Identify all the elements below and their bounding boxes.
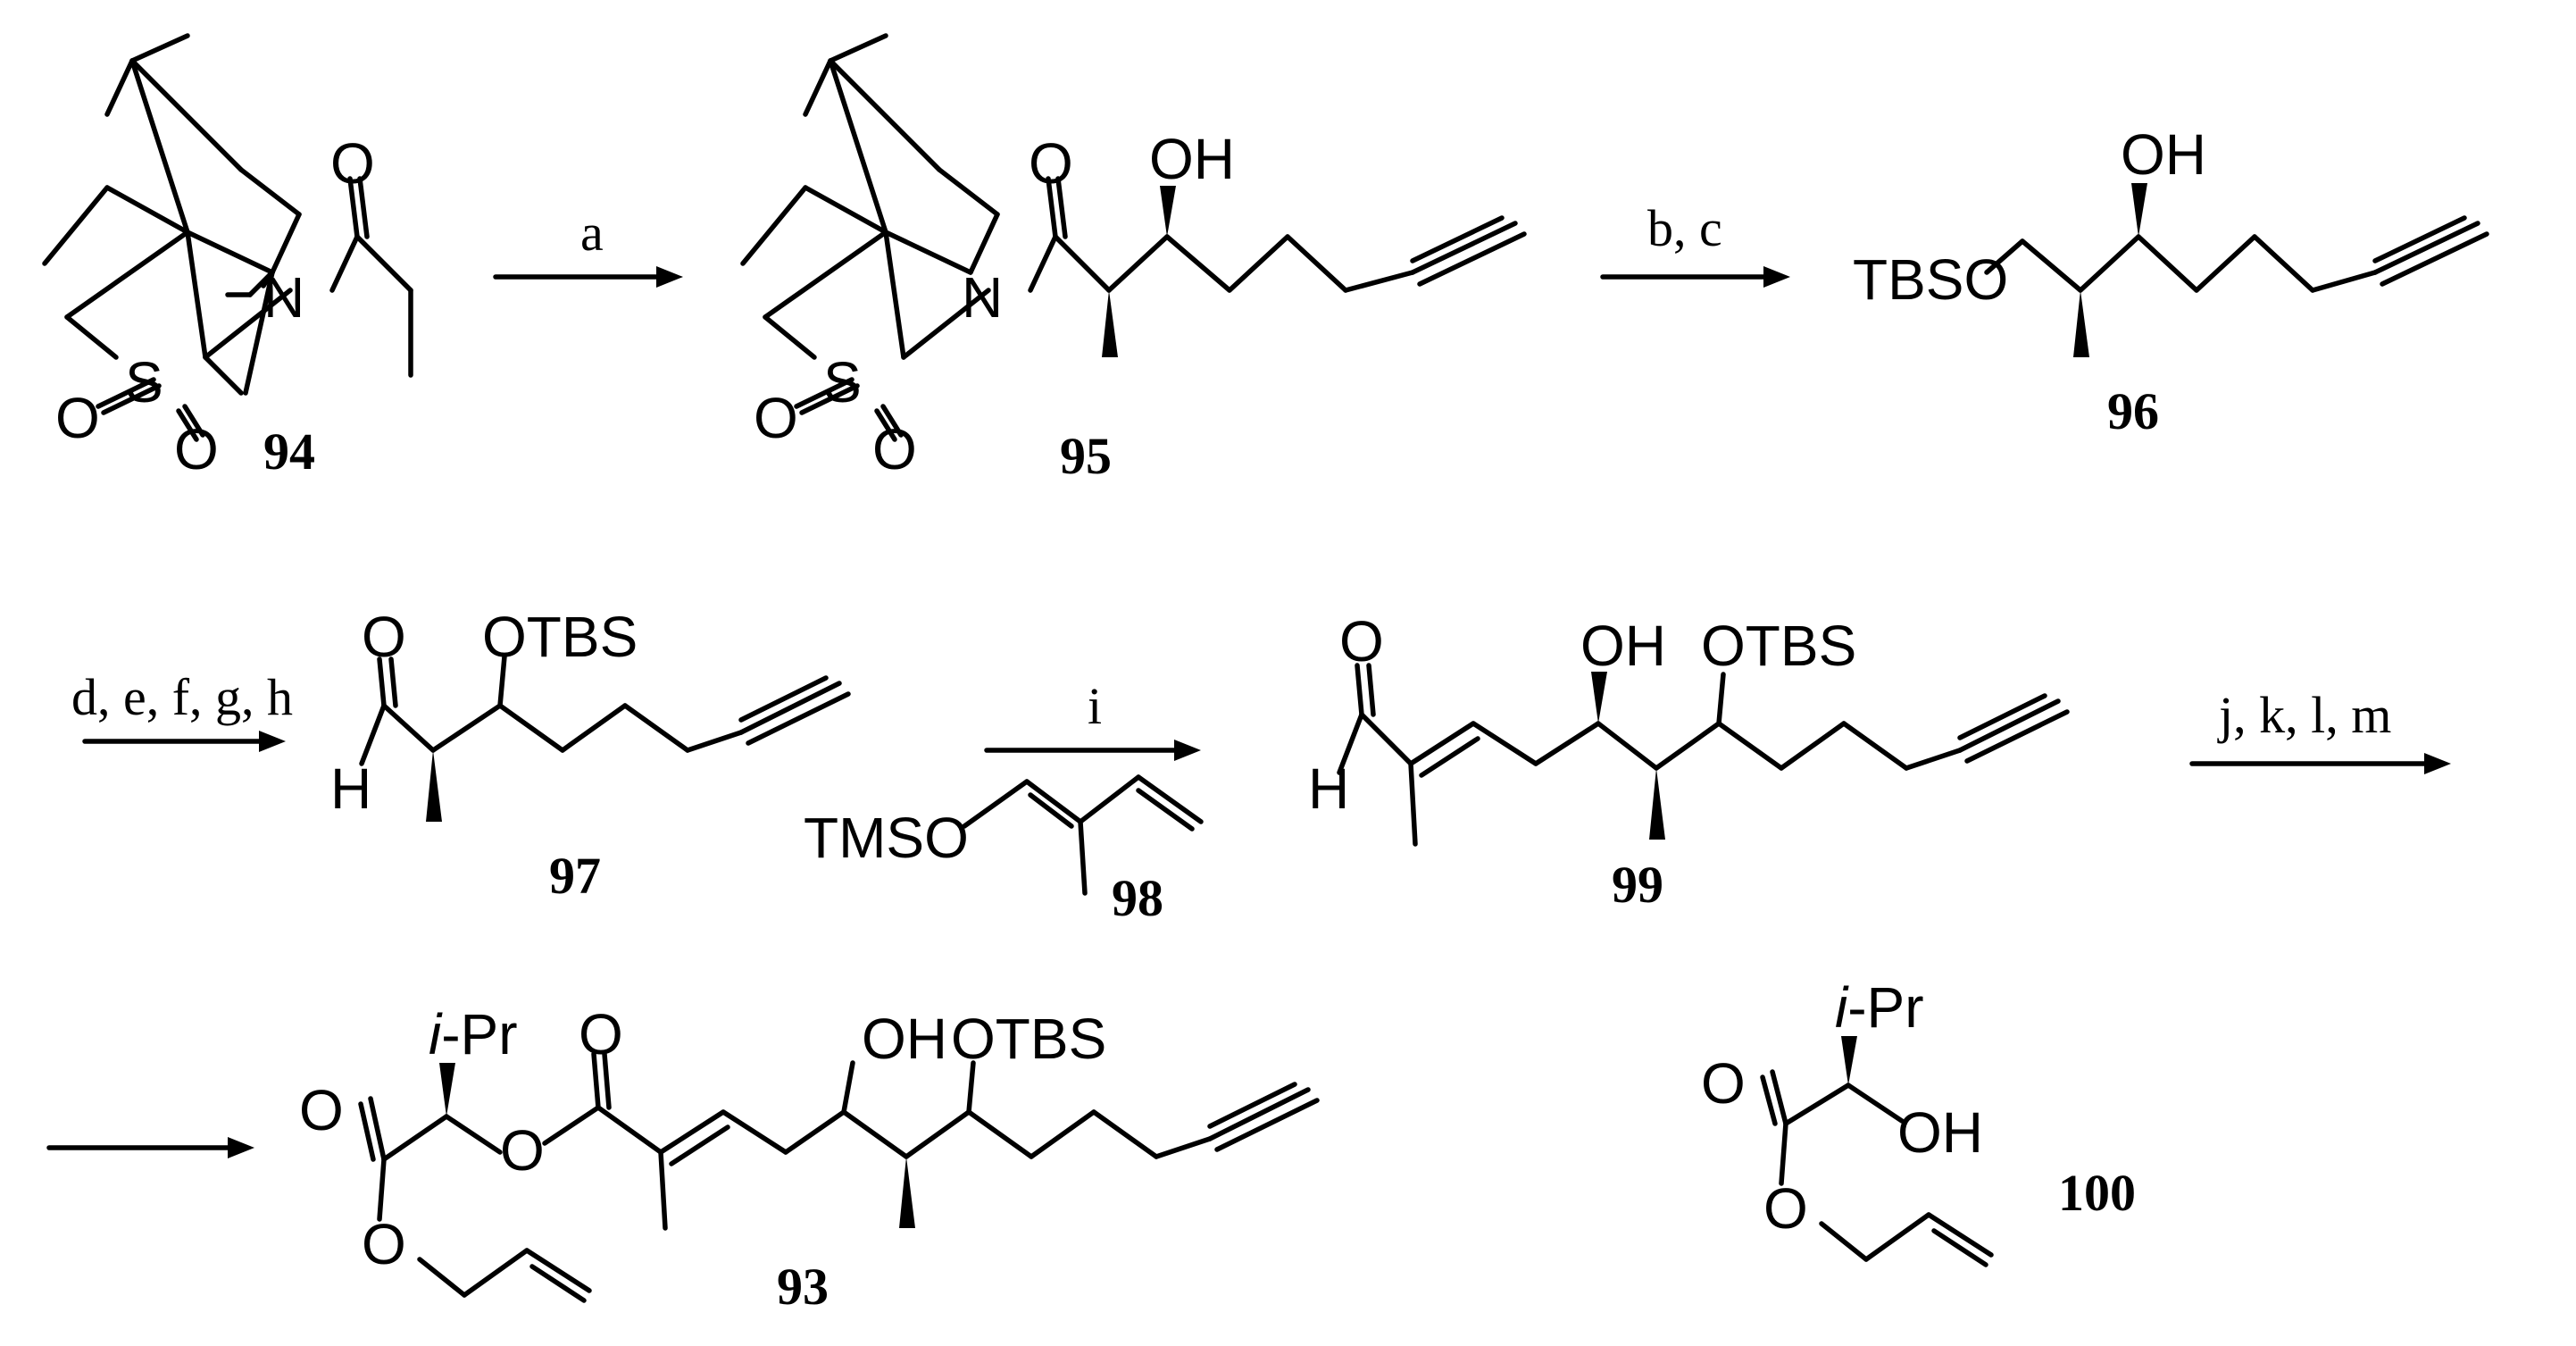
atom-O: O (174, 417, 219, 481)
compound-95: N S O O O OH 95 (740, 33, 1527, 485)
atom-O: O (362, 1212, 406, 1276)
atom-TMSO: TMSO (804, 806, 969, 870)
arrow-step-i: i (984, 677, 1201, 761)
atom-O: O (1763, 1176, 1808, 1241)
condition-jklm: j, k, l, m (2217, 686, 2391, 744)
ipr-prefix: i (1835, 975, 1849, 1040)
ipr-prefix: i (429, 1002, 443, 1066)
compound-99: O H OH OTBS 99 (1308, 609, 2070, 914)
atom-O: O (872, 417, 917, 481)
atom-N: N (962, 265, 1003, 330)
ipr-rest: -Pr (1847, 975, 1923, 1040)
condition-defgh: d, e, f, g, h (71, 668, 293, 726)
atom-O: O (55, 386, 100, 450)
atom-O: O (1339, 609, 1384, 673)
compound-label-95: 95 (1060, 427, 1112, 485)
atom-S: S (125, 350, 163, 414)
compound-label-93: 93 (777, 1258, 829, 1316)
atom-OTBS: OTBS (951, 1007, 1106, 1071)
compound-label-99: 99 (1612, 856, 1663, 914)
atom-TBSO: TBSO (1853, 247, 2008, 312)
atom-O: O (299, 1078, 344, 1142)
atom-OH: OH (2121, 122, 2206, 187)
compound-98: TMSO 98 (804, 774, 1204, 927)
atom-O: O (1701, 1051, 1746, 1116)
atom-OTBS: OTBS (482, 605, 638, 669)
arrow-step-a: a (493, 204, 683, 288)
compound-label-97: 97 (549, 847, 601, 905)
condition-bc: b, c (1647, 199, 1722, 257)
atom-O: O (579, 1002, 623, 1066)
atom-O: O (754, 386, 798, 450)
compound-label-100: 100 (2058, 1164, 2136, 1222)
compound-97: O H OTBS 97 (330, 605, 851, 905)
svg-text:i-Pr: i-Pr (1835, 975, 1924, 1040)
atom-H: H (1308, 757, 1349, 821)
compound-label-98: 98 (1112, 869, 1163, 927)
atom-OH: OH (1897, 1100, 1983, 1165)
compound-96: TBSO OH 96 (1853, 122, 2489, 440)
arrow-step-bc: b, c (1600, 199, 1790, 288)
atom-OH: OH (862, 1007, 947, 1071)
atom-O: O (1029, 131, 1073, 196)
atom-N: N (263, 265, 304, 330)
condition-i: i (1088, 677, 1102, 735)
svg-text:i-Pr: i-Pr (429, 1002, 518, 1066)
atom-OTBS: OTBS (1701, 614, 1856, 678)
arrow-step-jklm: j, k, l, m (2189, 686, 2451, 774)
atom-O: O (362, 605, 406, 669)
atom-O: O (330, 131, 375, 196)
compound-93: O O O O i-Pr OH OTBS 93 (299, 1002, 1320, 1316)
arrow-step-defgh: d, e, f, g, h (71, 668, 293, 752)
compound-label-94: 94 (263, 422, 315, 481)
atom-O: O (500, 1118, 545, 1183)
compound-label-96: 96 (2107, 382, 2159, 440)
atom-OH: OH (1149, 127, 1235, 191)
condition-a: a (580, 204, 604, 262)
ipr-rest: -Pr (441, 1002, 517, 1066)
compound-94: N S O O O 94 (42, 33, 413, 481)
compound-100: O O OH i-Pr 100 (1701, 975, 2136, 1267)
arrow-continuation (46, 1137, 254, 1158)
atom-OH: OH (1580, 614, 1666, 678)
atom-H: H (330, 757, 371, 821)
atom-S: S (823, 350, 862, 414)
